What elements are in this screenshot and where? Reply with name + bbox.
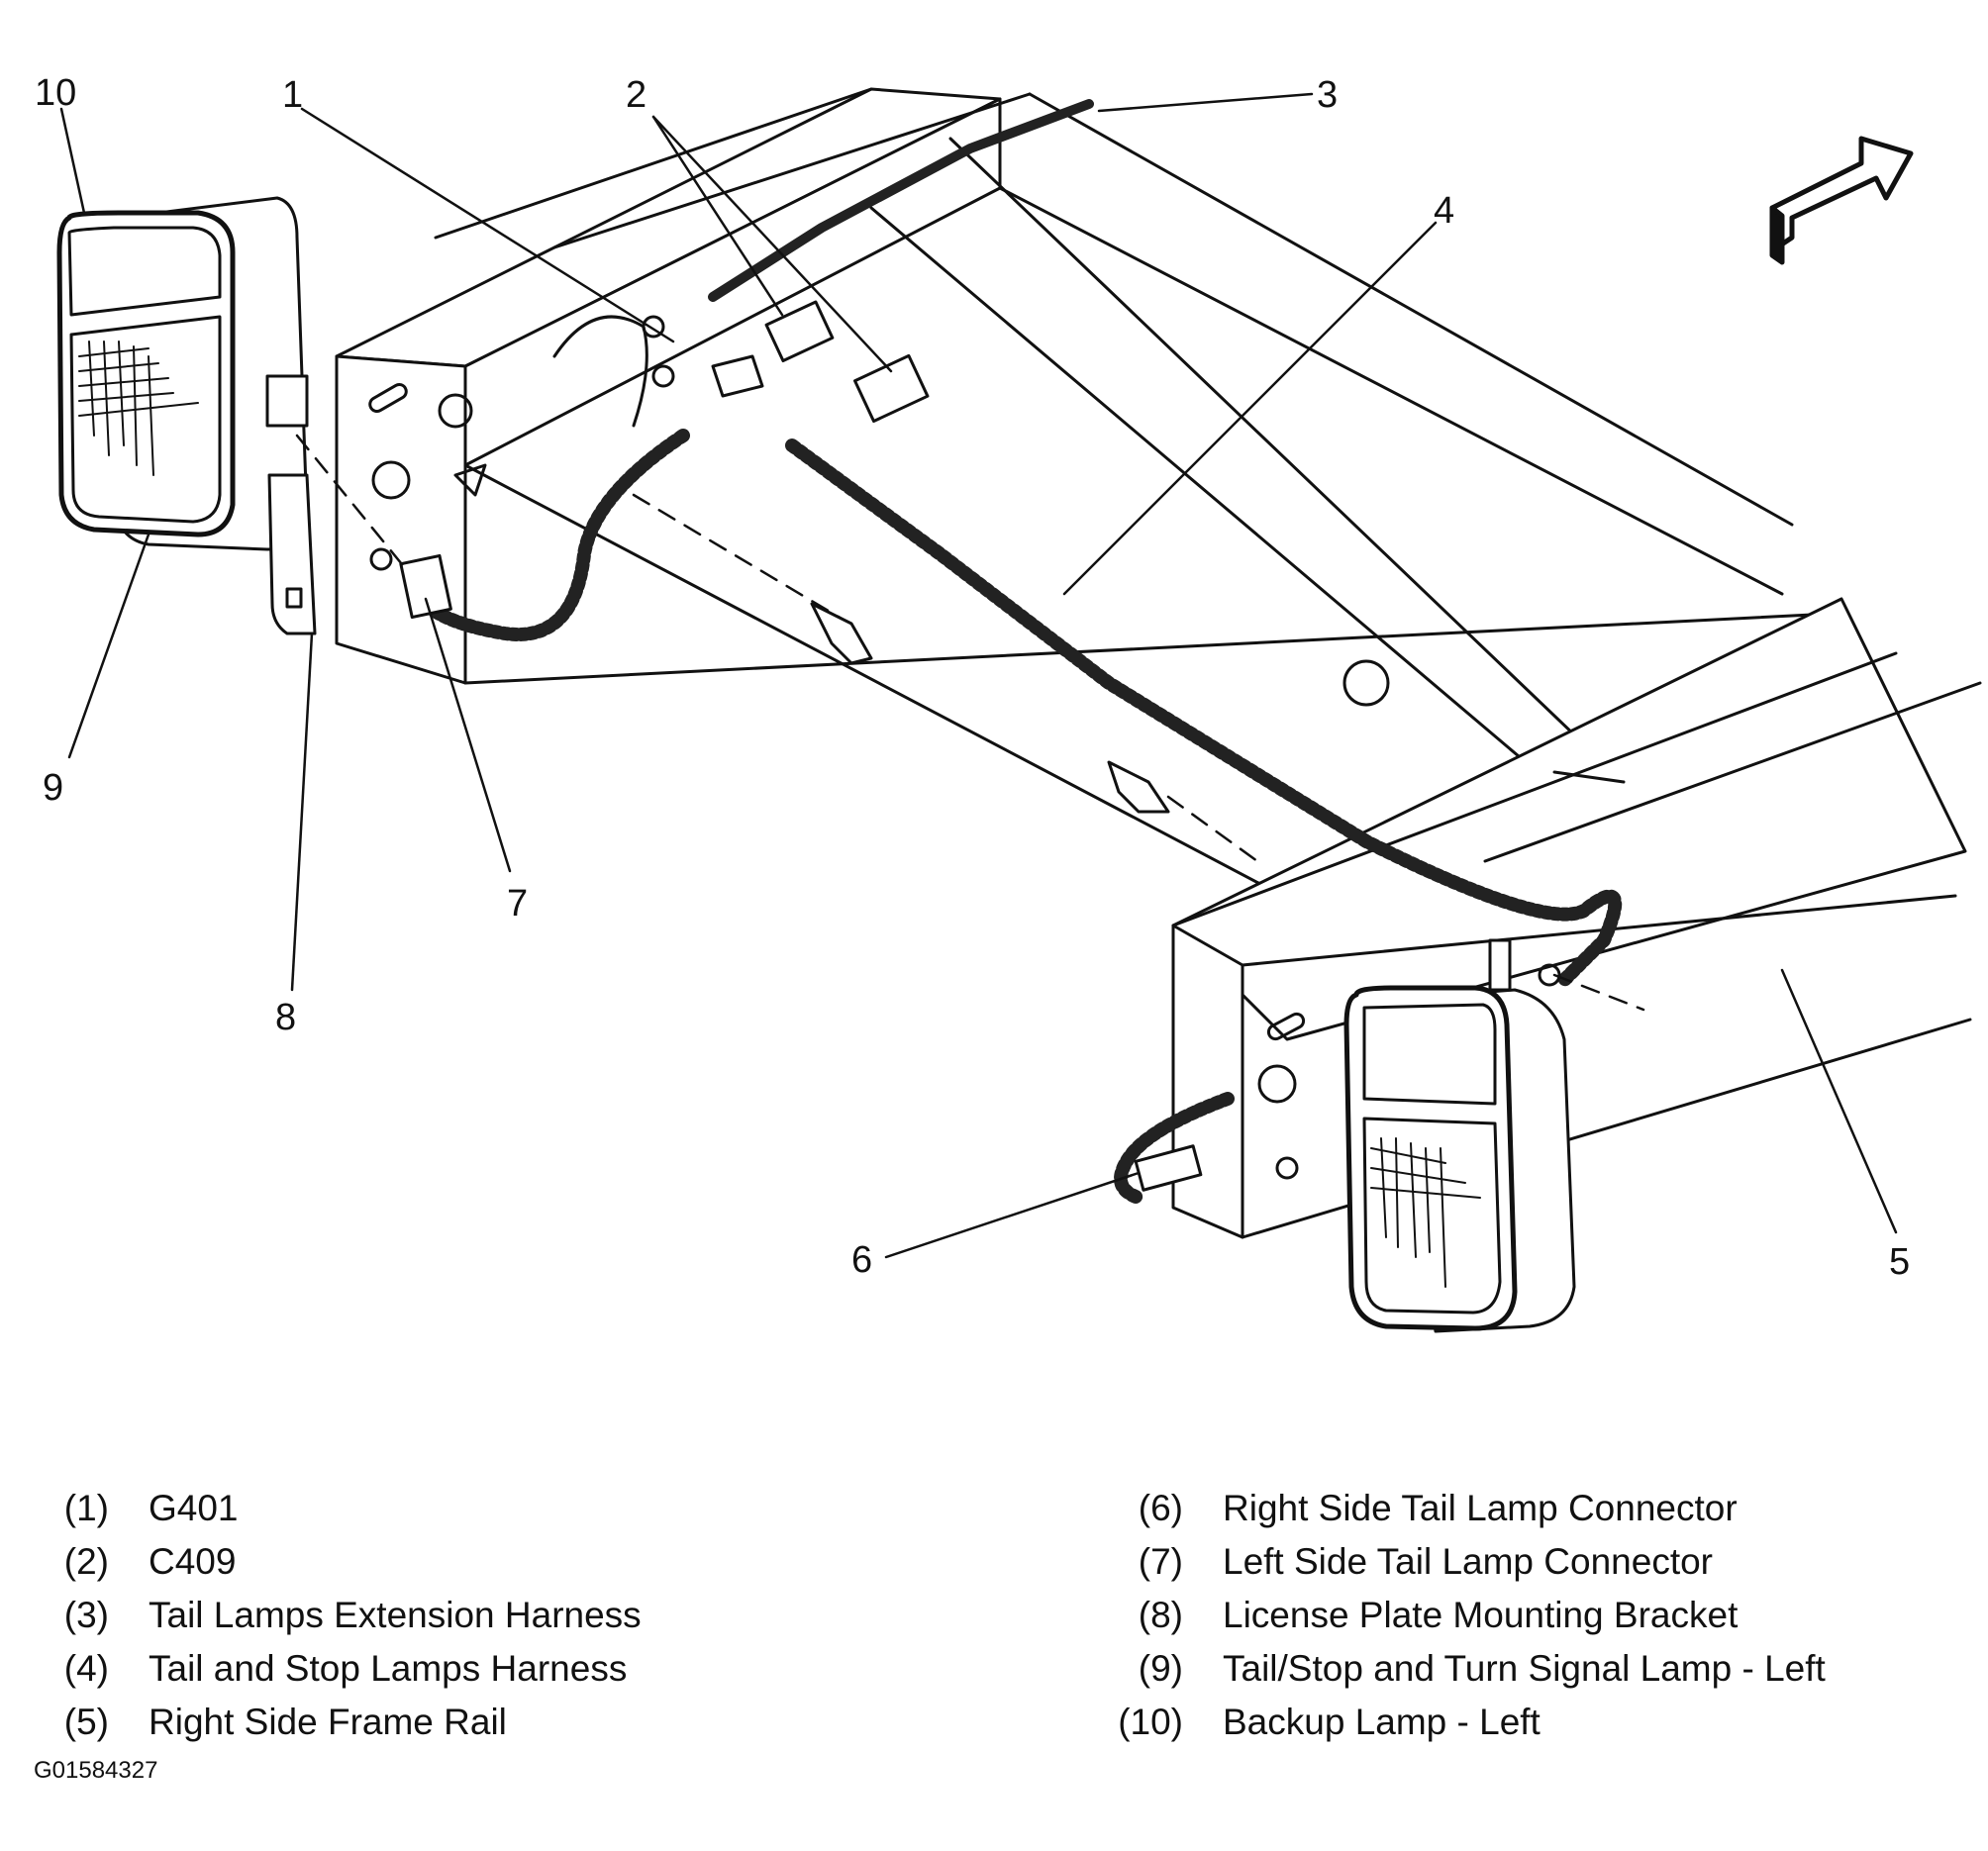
mount-pin-right <box>1488 938 1561 992</box>
legend-code: (8) <box>1138 1595 1183 1635</box>
legend-label: Left Side Tail Lamp Connector <box>1223 1541 1714 1582</box>
legend-right-column: (6) Right Side Tail Lamp Connector (7) L… <box>1104 1482 1826 1749</box>
forward-direction-arrow <box>1769 136 1914 265</box>
loose-bolts <box>810 602 1170 814</box>
callout-10: 10 <box>35 72 76 114</box>
legend-code: (3) <box>63 1595 109 1635</box>
legend-code: (9) <box>1138 1648 1183 1689</box>
left-lamp-assembly <box>56 196 317 635</box>
legend-item-9: (9) Tail/Stop and Turn Signal Lamp - Lef… <box>1104 1642 1826 1696</box>
legend-code: (1) <box>63 1488 109 1528</box>
callout-2: 2 <box>626 74 646 116</box>
figure-id: G01584327 <box>34 1757 158 1784</box>
left-side-tail-lamp-connector <box>399 553 452 620</box>
g401-ground <box>552 315 764 428</box>
tail-lamps-extension-harness <box>708 99 1094 302</box>
legend-label: Right Side Frame Rail <box>149 1702 507 1742</box>
legend-label: Tail and Stop Lamps Harness <box>149 1648 628 1689</box>
legend-code: (4) <box>63 1648 109 1689</box>
legend-code: (7) <box>1138 1541 1183 1582</box>
legend-item-8: (8) License Plate Mounting Bracket <box>1104 1589 1826 1642</box>
legend-item-1: (1) G401 <box>30 1482 642 1535</box>
callout-9: 9 <box>43 767 63 809</box>
legend-code: (10) <box>1118 1702 1183 1742</box>
callout-3: 3 <box>1317 74 1338 116</box>
callout-4: 4 <box>1434 190 1454 232</box>
leader-lines <box>59 92 1898 1259</box>
callout-6: 6 <box>851 1239 872 1281</box>
c409-connector <box>764 300 930 424</box>
legend-item-7: (7) Left Side Tail Lamp Connector <box>1104 1535 1826 1589</box>
installation-guides <box>295 434 1645 1012</box>
legend-item-6: (6) Right Side Tail Lamp Connector <box>1104 1482 1826 1535</box>
legend-label: Tail Lamps Extension Harness <box>149 1595 642 1635</box>
legend-item-4: (4) Tail and Stop Lamps Harness <box>30 1642 642 1696</box>
legend-label: Right Side Tail Lamp Connector <box>1223 1488 1738 1528</box>
legend-item-3: (3) Tail Lamps Extension Harness <box>30 1589 642 1642</box>
legend-item-2: (2) C409 <box>30 1535 642 1589</box>
right-lamp-assembly <box>1343 985 1576 1333</box>
legend-item-5: (5) Right Side Frame Rail <box>30 1696 642 1749</box>
right-side-tail-lamp-connector <box>1134 1144 1203 1192</box>
legend-item-10: (10) Backup Lamp - Left <box>1104 1696 1826 1749</box>
legend-code: (6) <box>1138 1488 1183 1528</box>
legend-label: Backup Lamp - Left <box>1223 1702 1541 1742</box>
legend-label: Tail/Stop and Turn Signal Lamp - Left <box>1223 1648 1826 1689</box>
tail-lamp-wiring-illustration: 1 2 3 4 5 6 7 8 9 10 <box>35 72 1982 1333</box>
legend-label: License Plate Mounting Bracket <box>1223 1595 1739 1635</box>
legend-label: C409 <box>149 1541 237 1582</box>
callout-5: 5 <box>1889 1241 1910 1283</box>
callout-7: 7 <box>507 883 528 925</box>
legend-code: (5) <box>63 1702 109 1742</box>
callout-1: 1 <box>282 74 303 116</box>
legend-left-column: (1) G401 (2) C409 (3) Tail Lamps Extensi… <box>30 1482 642 1749</box>
legend-code: (2) <box>63 1541 109 1582</box>
legend-label: G401 <box>149 1488 239 1528</box>
tail-and-stop-lamps-harness <box>419 429 1623 1205</box>
callout-8: 8 <box>275 997 296 1038</box>
